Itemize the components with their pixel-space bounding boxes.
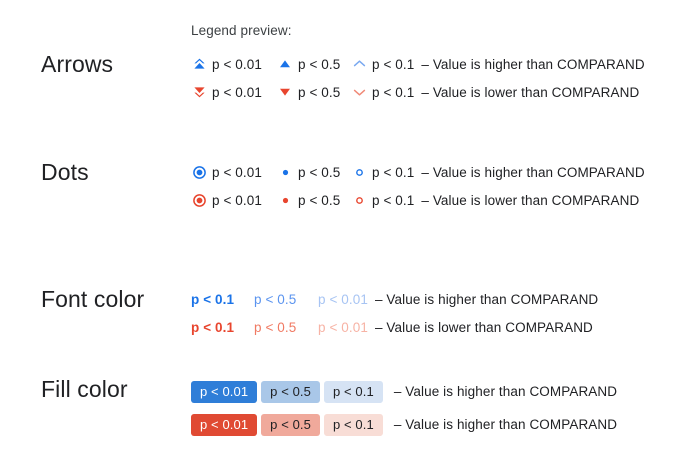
legend-row-description: – Value is higher than COMPARAND — [374, 291, 599, 307]
legend-cell-font-down-0: p < 0.1 — [191, 319, 235, 335]
legend-cell-dots-up-2: p < 0.1 — [351, 164, 414, 180]
legend-row-dots-down: p < 0.01 p < 0.5 p — [191, 186, 645, 214]
legend-chip-fill-up-2: p < 0.1 — [323, 380, 383, 403]
triangle-up-icon — [277, 56, 293, 72]
legend-cell-dots-down-0: p < 0.01 — [191, 192, 277, 208]
ringed-dot-icon — [191, 164, 207, 180]
legend-row-description: – Value is lower than COMPARAND — [421, 84, 640, 100]
legend-cell-arrows-up-2: p < 0.1 — [351, 56, 414, 72]
legend-preview-label: Legend preview: — [191, 23, 292, 38]
legend-cell-font-up-2: p < 0.01 — [318, 291, 368, 307]
legend-chip-fill-up-0: p < 0.01 — [191, 380, 258, 403]
legend-row-font-color-up: p < 0.1 p < 0.5 p < 0.01 – Value is high… — [191, 285, 598, 313]
legend-cell-arrows-down-0: p < 0.01 — [191, 84, 277, 100]
legend-cell-label: p < 0.5 — [298, 164, 341, 180]
section-label-fill-color: Fill color — [41, 376, 128, 402]
legend-cell-label: p < 0.5 — [298, 84, 341, 100]
section-label-dots: Dots — [41, 159, 89, 185]
legend-row-font-color-down: p < 0.1 p < 0.5 p < 0.01 – Value is lowe… — [191, 313, 598, 341]
legend-cell-arrows-up-0: p < 0.01 — [191, 56, 277, 72]
legend-cell-label: p < 0.1 — [372, 56, 415, 72]
legend-cell-font-up-1: p < 0.5 — [254, 291, 297, 307]
hollow-dot-icon — [351, 164, 367, 180]
legend-row-description: – Value is higher than COMPARAND — [393, 417, 618, 432]
legend-row-arrows-down: p < 0.01 p < 0.5 p — [191, 78, 645, 106]
legend-cell-arrows-up-1: p < 0.5 — [277, 56, 351, 72]
legend-row-description: – Value is higher than COMPARAND — [421, 164, 645, 180]
legend-cell-dots-up-1: p < 0.5 — [277, 164, 351, 180]
legend-cell-label: p < 0.01 — [212, 56, 262, 72]
legend-cell-label: p < 0.5 — [298, 192, 341, 208]
legend-row-arrows-up: p < 0.01 p < 0.5 p — [191, 50, 645, 78]
triangle-down-icon — [277, 84, 293, 100]
filled-dot-icon — [277, 164, 293, 180]
filled-dot-icon — [277, 192, 293, 208]
legend-cell-label: p < 0.1 — [372, 164, 415, 180]
double-chevron-up-icon — [191, 56, 207, 72]
legend-row-description: – Value is higher than COMPARAND — [421, 56, 645, 72]
legend-row-description: – Value is higher than COMPARAND — [393, 384, 618, 399]
double-chevron-down-icon — [191, 84, 207, 100]
legend-cell-dots-down-2: p < 0.1 — [351, 192, 414, 208]
legend-row-dots-up: p < 0.01 p < 0.5 p — [191, 158, 645, 186]
legend-cell-label: p < 0.01 — [212, 164, 262, 180]
legend-cell-font-up-0: p < 0.1 — [191, 291, 235, 307]
legend-chip-fill-up-1: p < 0.5 — [261, 380, 320, 403]
legend-chip-fill-down-1: p < 0.5 — [261, 413, 320, 436]
section-label-font-color: Font color — [41, 286, 145, 312]
legend-chip-fill-down-2: p < 0.1 — [323, 413, 383, 436]
legend-cell-arrows-down-1: p < 0.5 — [277, 84, 351, 100]
legend-cell-font-down-2: p < 0.01 — [318, 319, 368, 335]
legend-cell-arrows-down-2: p < 0.1 — [351, 84, 414, 100]
section-label-arrows: Arrows — [41, 51, 114, 77]
section-rows-font-color: p < 0.1 p < 0.5 p < 0.01 – Value is high… — [191, 285, 598, 341]
legend-row-description: – Value is lower than COMPARAND — [374, 319, 593, 335]
legend-cell-label: p < 0.01 — [212, 84, 262, 100]
hollow-dot-icon — [351, 192, 367, 208]
legend-cell-label: p < 0.01 — [212, 192, 262, 208]
section-rows-dots: p < 0.01 p < 0.5 p — [191, 158, 645, 214]
legend-cell-label: p < 0.1 — [372, 192, 415, 208]
legend-chip-fill-down-0: p < 0.01 — [191, 413, 258, 436]
section-rows-arrows: p < 0.01 p < 0.5 p — [191, 50, 645, 106]
chevron-down-icon — [351, 84, 367, 100]
legend-row-fill-color-down: p < 0.01 p < 0.5 p < 0.1 – Value is high… — [191, 408, 617, 441]
ringed-dot-icon — [191, 192, 207, 208]
legend-cell-label: p < 0.5 — [298, 56, 341, 72]
legend-row-description: – Value is lower than COMPARAND — [421, 192, 640, 208]
legend-row-fill-color-up: p < 0.01 p < 0.5 p < 0.1 – Value is high… — [191, 375, 617, 408]
legend-cell-label: p < 0.1 — [372, 84, 415, 100]
legend-cell-dots-up-0: p < 0.01 — [191, 164, 277, 180]
legend-cell-dots-down-1: p < 0.5 — [277, 192, 351, 208]
section-rows-fill-color: p < 0.01 p < 0.5 p < 0.1 – Value is high… — [191, 375, 617, 441]
legend-cell-font-down-1: p < 0.5 — [254, 319, 297, 335]
chevron-up-icon — [351, 56, 367, 72]
